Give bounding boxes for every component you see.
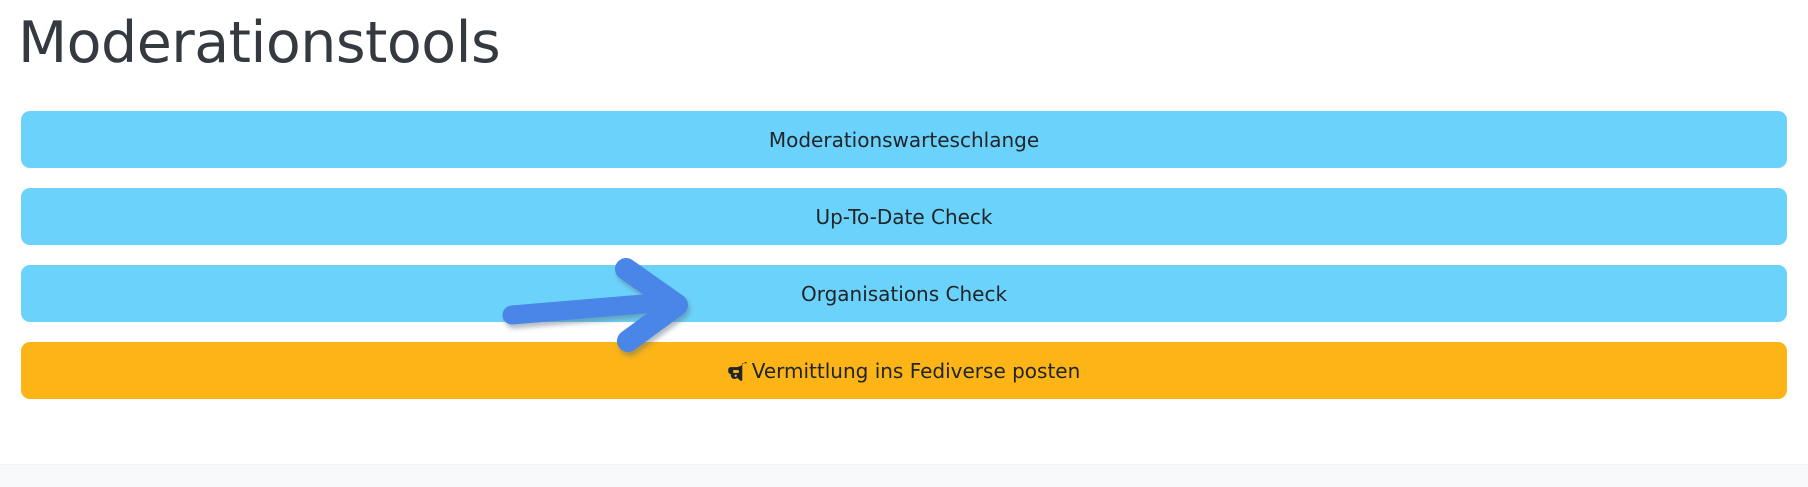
post-to-fediverse-button-label: Vermittlung ins Fediverse posten bbox=[751, 358, 1081, 383]
moderation-queue-button-label: Moderationswarteschlange bbox=[768, 127, 1040, 152]
organisations-check-button-label: Organisations Check bbox=[800, 281, 1008, 306]
up-to-date-check-button[interactable]: Up-To-Date Check bbox=[21, 188, 1787, 245]
page-title: Moderationstools bbox=[18, 10, 501, 76]
megaphone-icon bbox=[727, 361, 751, 382]
up-to-date-check-button-label: Up-To-Date Check bbox=[815, 204, 993, 229]
moderation-queue-button[interactable]: Moderationswarteschlange bbox=[21, 111, 1787, 168]
moderation-tools-button-list: Moderationswarteschlange Up-To-Date Chec… bbox=[21, 111, 1787, 399]
organisations-check-button[interactable]: Organisations Check bbox=[21, 265, 1787, 322]
post-to-fediverse-button[interactable]: Vermittlung ins Fediverse posten bbox=[21, 342, 1787, 399]
footer-strip bbox=[0, 464, 1808, 487]
